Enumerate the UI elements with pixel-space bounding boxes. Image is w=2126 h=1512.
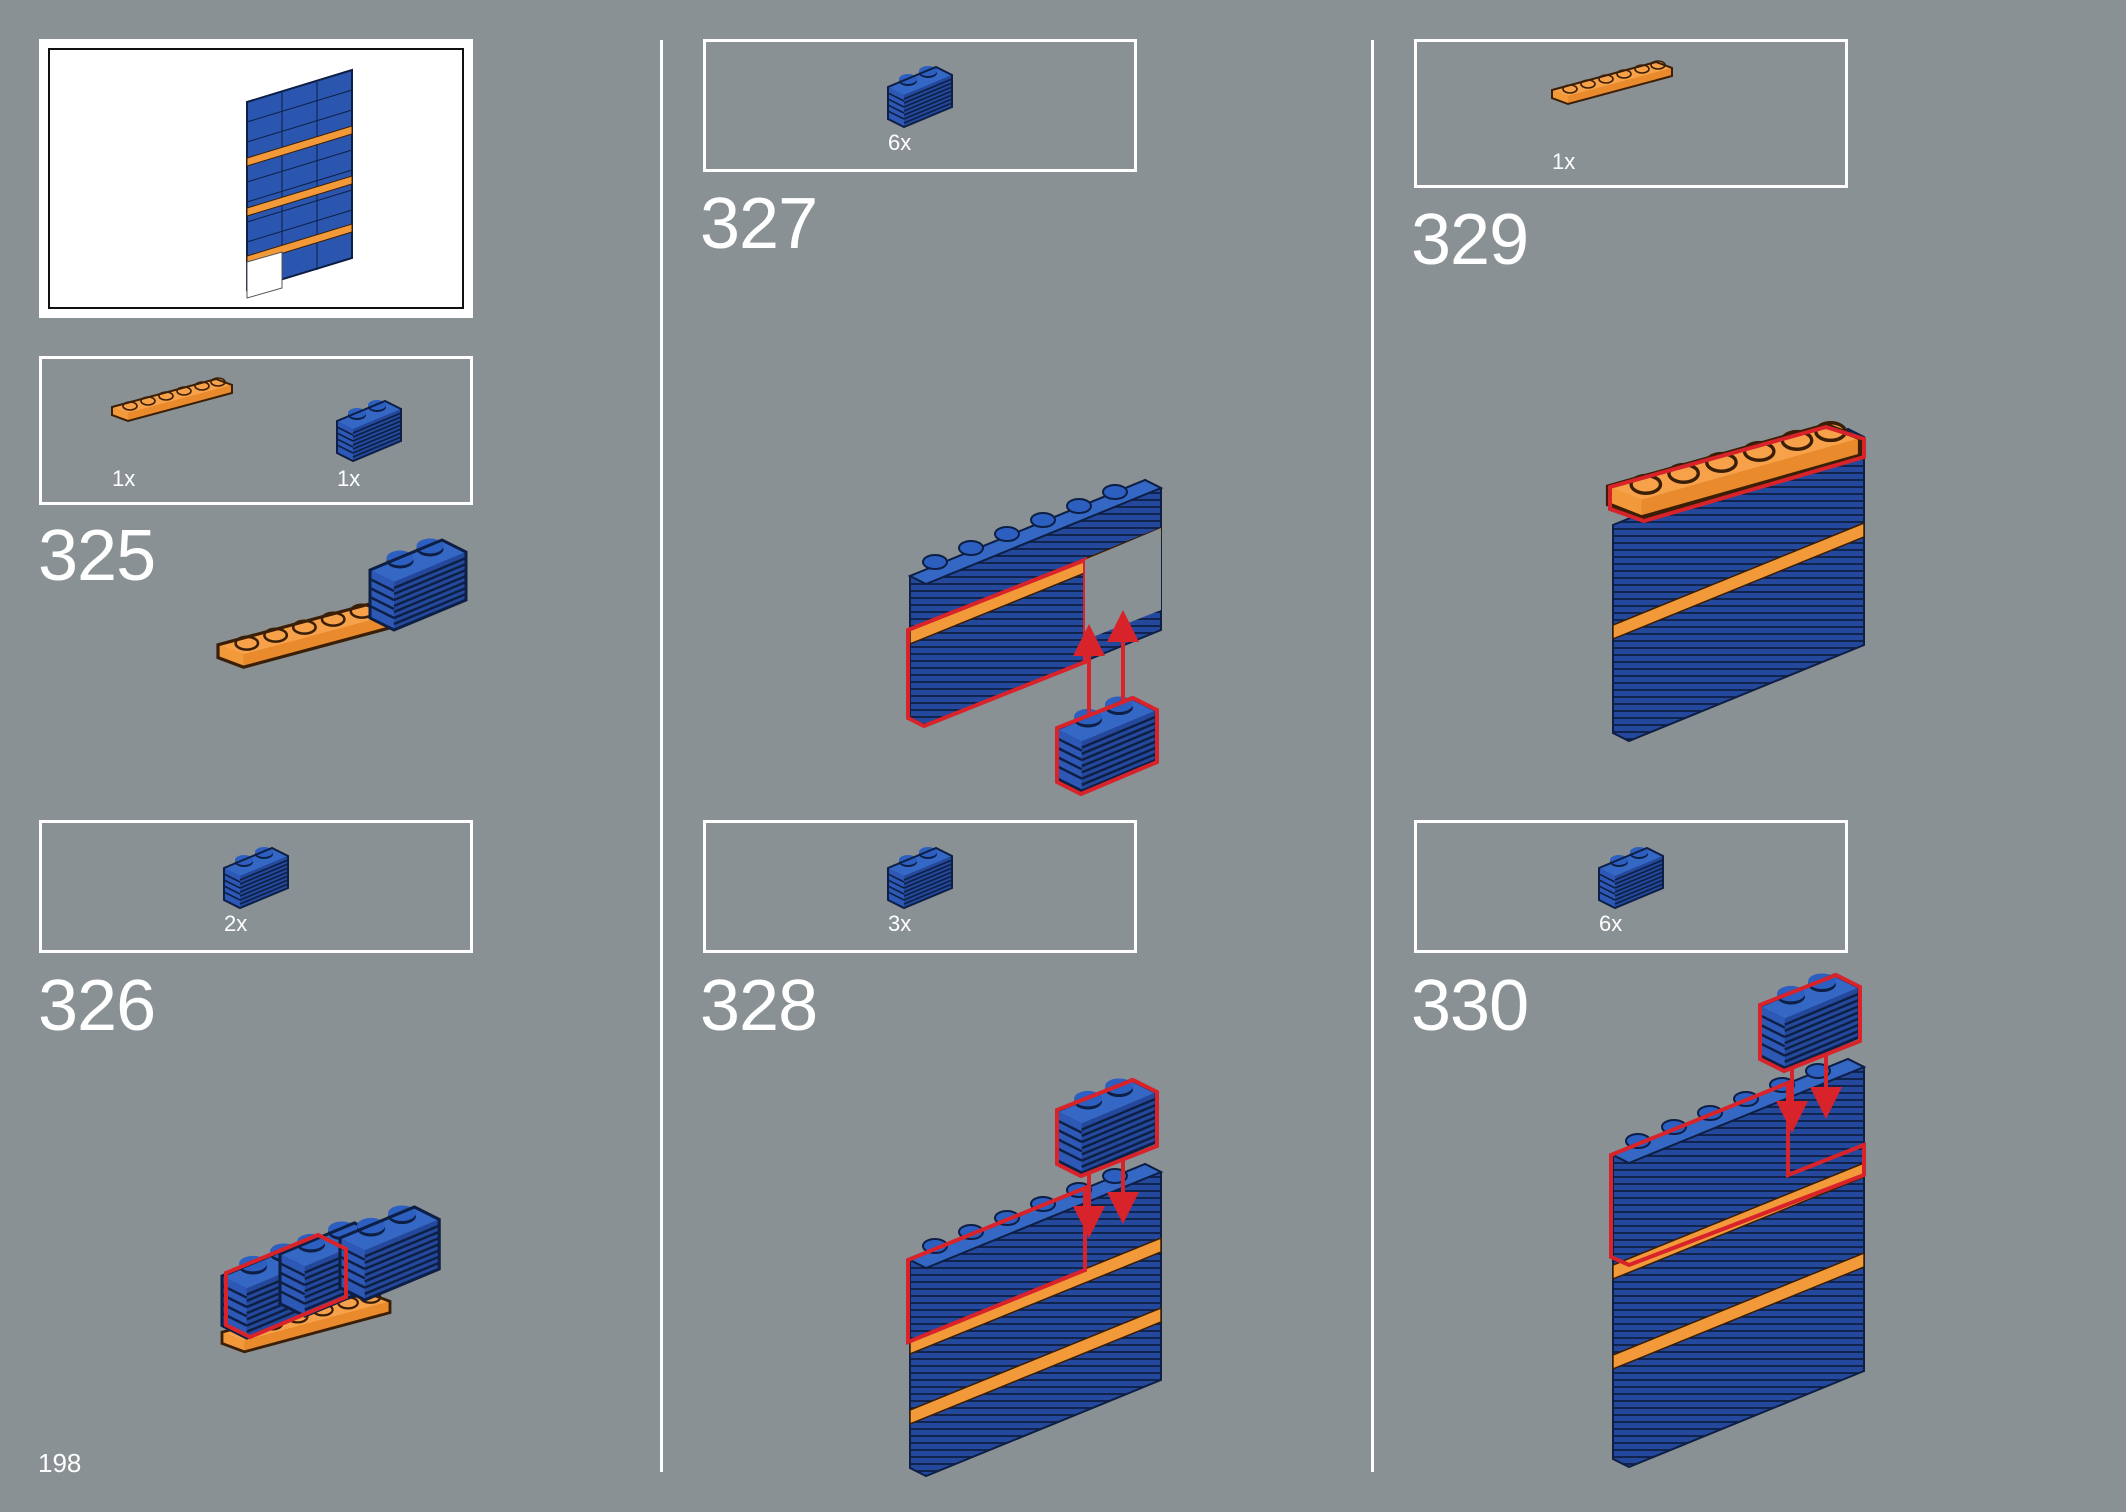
step-number: 325: [38, 516, 156, 596]
step-325-illustration: [216, 537, 468, 669]
part-quantity: 1x: [337, 466, 361, 491]
part-quantity: 3x: [888, 911, 912, 936]
step-number: 328: [700, 966, 818, 1046]
step-number: 327: [700, 184, 818, 264]
part-quantity: 1x: [1552, 149, 1576, 174]
parts-callout-326: 2x: [39, 820, 473, 953]
model-overview-frame: [39, 39, 473, 318]
column-divider-left: [660, 40, 663, 1472]
step-328-illustration: [906, 1076, 1164, 1478]
step-330-illustration: [1609, 971, 1867, 1469]
orange-plate-part-icon: [1551, 60, 1673, 105]
step-number: 329: [1411, 200, 1529, 280]
column-divider-right: [1371, 40, 1374, 1472]
step-number: 330: [1411, 966, 1529, 1046]
step-326-illustration: [220, 1203, 441, 1354]
parts-callout-325: 1x 1x: [39, 356, 473, 505]
part-quantity: 1x: [112, 466, 136, 491]
blue-grille-brick-part-icon: [887, 846, 953, 909]
parts-callout-330: 6x: [1414, 820, 1848, 953]
blue-grille-brick-part-icon: [223, 846, 289, 909]
step-number: 326: [38, 966, 156, 1046]
parts-callout-328: 3x: [703, 820, 1137, 953]
parts-callout-329: 1x: [1414, 39, 1848, 188]
part-quantity: 2x: [224, 911, 248, 936]
parts-callout-327: 6x: [703, 39, 1137, 172]
model-overview-image: [246, 68, 353, 299]
step-327-illustration: [906, 478, 1164, 797]
blue-grille-brick-part-icon: [887, 65, 953, 128]
orange-plate-part-icon: [111, 377, 233, 422]
part-quantity: 6x: [888, 130, 912, 155]
page-number: 198: [38, 1448, 82, 1478]
blue-grille-brick-part-icon: [1598, 846, 1664, 909]
blue-grille-brick-part-icon: [336, 399, 402, 462]
part-quantity: 6x: [1599, 911, 1623, 936]
step-329-illustration: [1608, 425, 1866, 743]
